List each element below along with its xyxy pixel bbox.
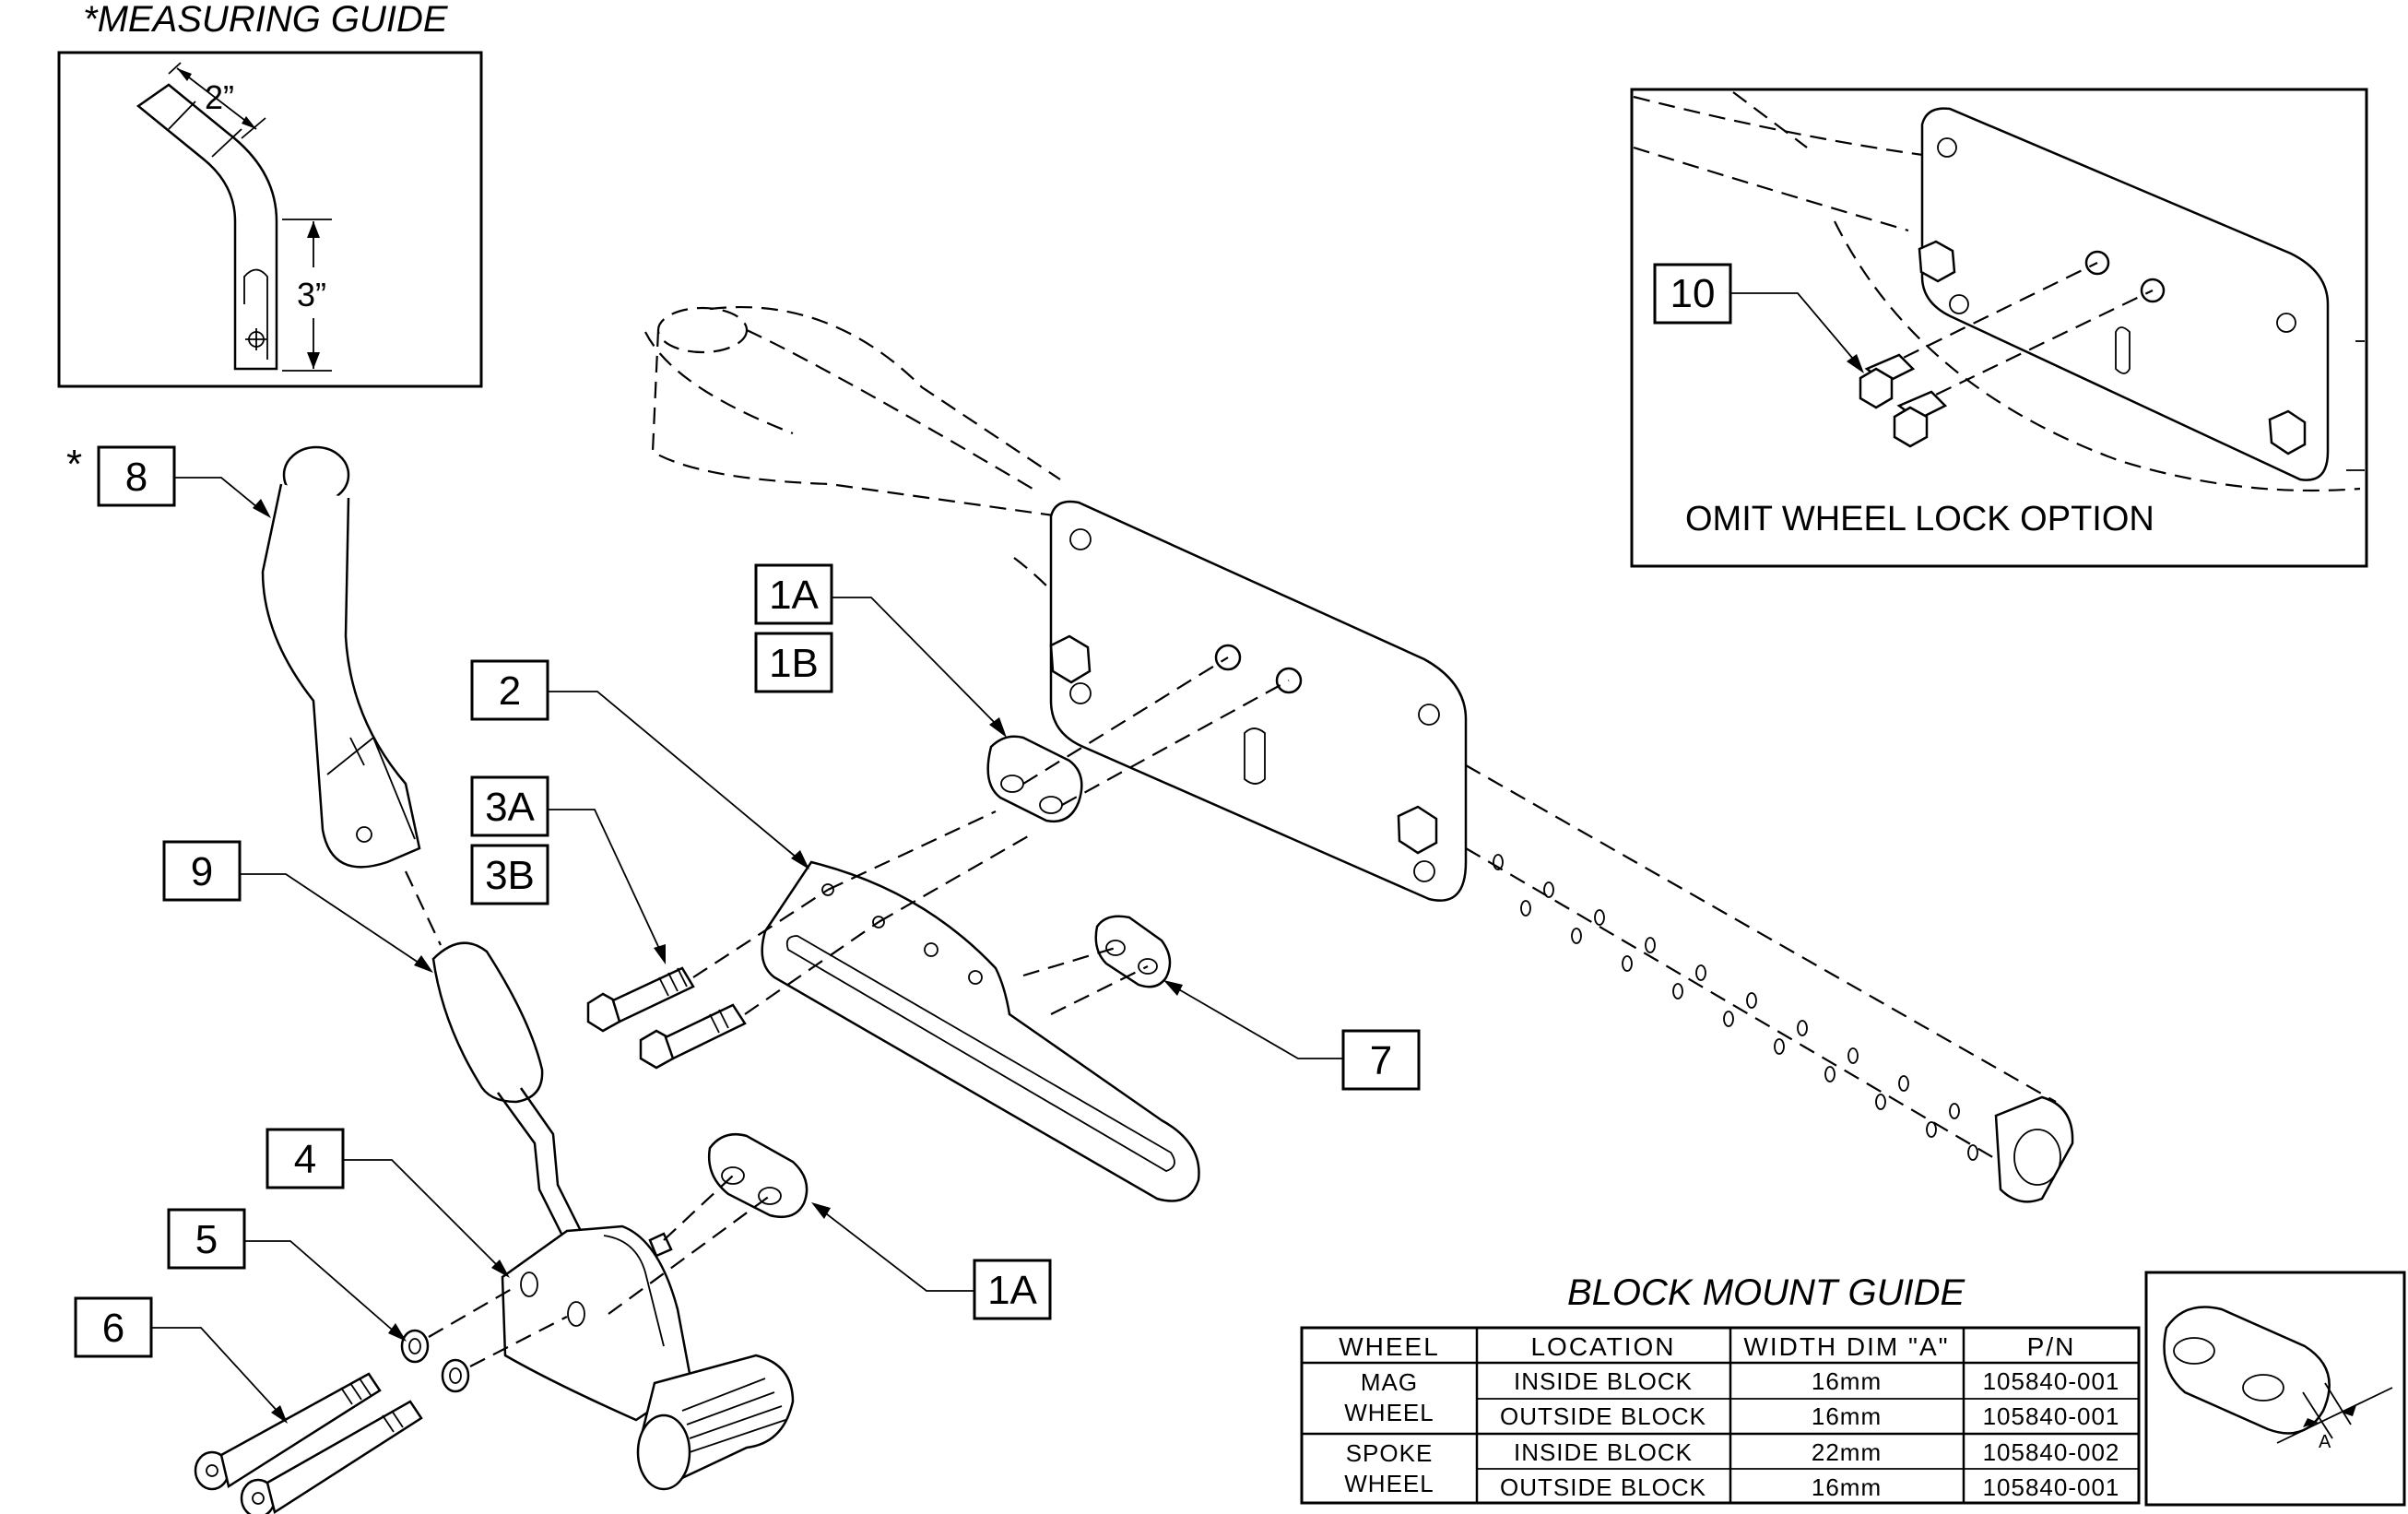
callout-3b: 3B [470, 844, 549, 905]
brake-handle-8 [261, 445, 421, 869]
omit-panel-drawing [1633, 91, 2365, 492]
axle-tube [1465, 764, 2074, 1203]
cell-location: OUTSIDE BLOCK [1500, 1473, 1706, 1501]
callout-8-label: 8 [125, 455, 148, 500]
dim-2in-label: 2” [205, 78, 234, 116]
cell-width: 16mm [1812, 1473, 1882, 1501]
callout-4-label: 4 [294, 1137, 316, 1182]
callout-3a: 3A [470, 775, 666, 964]
frame-tube-phantom [644, 305, 1061, 518]
block-dimension-drawing: A [2144, 1271, 2406, 1507]
bracket-2 [761, 810, 1200, 1202]
cell-location: INSIDE BLOCK [1514, 1438, 1693, 1466]
callout-1a-bottom-label: 1A [987, 1268, 1037, 1313]
cell-width: 16mm [1812, 1402, 1882, 1430]
wheel-spoke-1: SPOKE [1346, 1439, 1434, 1467]
callout-4: 4 [266, 1128, 510, 1278]
callout-8: * 8 [66, 442, 271, 518]
callout-3a-label: 3A [485, 785, 535, 830]
wheel-spoke-2: WHEEL [1344, 1470, 1434, 1497]
callout-6-label: 6 [102, 1306, 124, 1351]
cell-location: INSIDE BLOCK [1514, 1367, 1693, 1395]
wheel-mag-2: WHEEL [1344, 1399, 1434, 1426]
measuring-guide: *MEASURING GUIDE 2” [57, 0, 483, 388]
callout-1b-label: 1B [769, 641, 819, 686]
th-pn: P/N [2027, 1332, 2076, 1361]
spacer-block-1a-bottom [707, 1132, 809, 1219]
callout-2: 2 [470, 659, 809, 869]
cell-width: 22mm [1812, 1438, 1882, 1466]
measuring-handle-drawing [136, 83, 278, 371]
measuring-guide-title: *MEASURING GUIDE [83, 0, 449, 40]
callout-9: 9 [162, 840, 433, 973]
cell-pn: 105840-002 [1983, 1438, 2120, 1466]
dim-a-label: A [2319, 1432, 2331, 1452]
callout-1a-bottom: 1A [811, 1202, 1052, 1320]
washers-5 [400, 1285, 568, 1393]
dim-3in-label: 3” [297, 276, 326, 313]
callout-9-label: 9 [191, 849, 213, 894]
th-wheel: WHEEL [1339, 1332, 1440, 1361]
cell-width: 16mm [1812, 1367, 1882, 1395]
bolts-3a-3b [586, 889, 879, 1070]
callout-5-label: 5 [195, 1217, 218, 1262]
callout-5: 5 [167, 1208, 407, 1342]
mounting-plate [1013, 500, 1468, 902]
callout-1b: 1B [754, 632, 833, 693]
screws-6 [194, 1372, 423, 1514]
callout-10-box [1653, 263, 1732, 325]
measuring-guide-frame [57, 51, 483, 388]
th-width: WIDTH DIM "A" [1743, 1332, 1949, 1361]
block-guide-table: WHEEL LOCATION WIDTH DIM "A" P/N MAG WHE… [1300, 1326, 2141, 1505]
callout-1a-top-label: 1A [769, 573, 819, 618]
callout-1a-top: 1A [754, 563, 1007, 738]
wheel-lock-body-4 [501, 1175, 795, 1491]
callout-7: 7 [1163, 980, 1421, 1091]
callout-8-star: * [66, 442, 82, 487]
th-location: LOCATION [1530, 1332, 1675, 1361]
callout-6: 6 [74, 1296, 288, 1424]
callout-7-label: 7 [1370, 1038, 1392, 1083]
callout-2-label: 2 [499, 668, 521, 714]
cell-location: OUTSIDE BLOCK [1500, 1402, 1706, 1430]
omit-panel-caption: OMIT WHEEL LOCK OPTION [1685, 500, 2154, 538]
block-guide-title: BLOCK MOUNT GUIDE [1567, 1272, 1965, 1313]
block-mount-guide: BLOCK MOUNT GUIDE WHEEL LOCATION WIDTH D… [1300, 1271, 2406, 1507]
spacer-block-7 [1022, 915, 1172, 1015]
wheel-mag-1: MAG [1361, 1368, 1418, 1396]
spacer-block-1a-top [986, 656, 1290, 823]
cell-pn: 105840-001 [1983, 1473, 2120, 1501]
callout-10-label: 10 [1670, 271, 1716, 316]
brake-grip-9 [405, 870, 583, 1236]
dim-2in: 2” [168, 62, 266, 139]
callout-3b-label: 3B [485, 853, 535, 898]
dim-3in: 3” [282, 219, 332, 372]
cell-pn: 105840-001 [1983, 1367, 2120, 1395]
omit-wheel-lock-panel: 10 OMIT WHEEL LOCK OPTION [1630, 88, 2368, 568]
cell-pn: 105840-001 [1983, 1402, 2120, 1430]
